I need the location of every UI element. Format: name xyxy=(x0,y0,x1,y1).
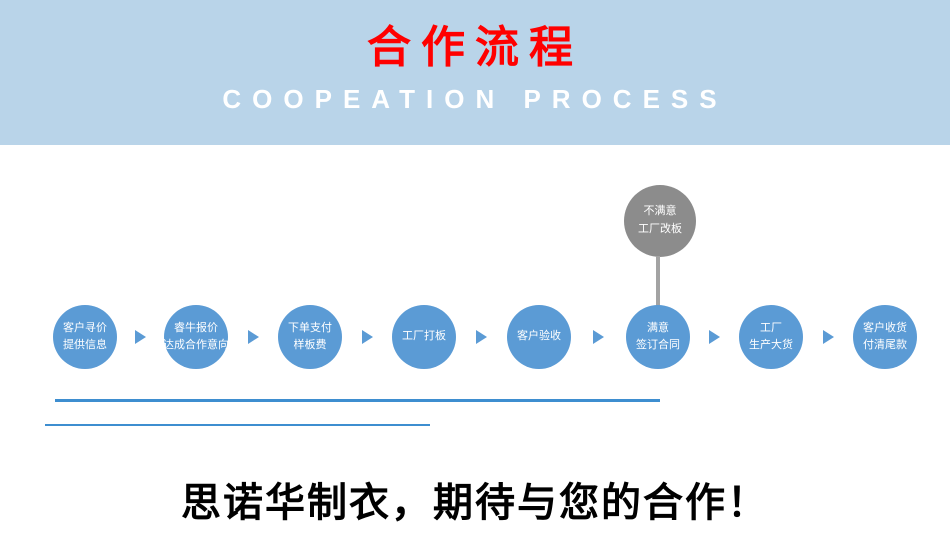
flow-step-acceptance: 客户验收 xyxy=(507,305,571,369)
arrow-right-icon xyxy=(248,330,259,344)
header-banner: 合作流程 COOPEATION PROCESS xyxy=(0,0,950,145)
step-label-line2: 提供信息 xyxy=(63,339,107,351)
divider-line-bottom xyxy=(45,424,430,426)
arrow-right-icon xyxy=(476,330,487,344)
flow-step-contract: 满意 签订合同 xyxy=(626,305,690,369)
arrow-right-icon xyxy=(709,330,720,344)
step-label-line1: 下单支付 xyxy=(288,321,332,334)
page-title: 合作流程 xyxy=(367,23,583,72)
divider-line-top xyxy=(55,399,660,402)
arrow-right-icon xyxy=(593,330,604,344)
step-label-line2: 生产大货 xyxy=(749,339,793,351)
connector-line xyxy=(656,256,660,306)
step-label-line1: 睿牛报价 xyxy=(174,321,218,334)
step-label-line2: 签订合同 xyxy=(636,339,680,351)
page-subtitle: COOPEATION PROCESS xyxy=(222,84,728,115)
flow-step-quote: 睿牛报价 达成合作意向 xyxy=(163,305,229,369)
step-label-line2: 样板费 xyxy=(293,339,327,351)
step-label-line2: 付清尾款 xyxy=(863,339,907,351)
flow-step-sample: 工厂打板 xyxy=(392,305,456,369)
flow-step-revise: 不满意 工厂改板 xyxy=(624,185,696,257)
arrow-right-icon xyxy=(362,330,373,344)
arrow-right-icon xyxy=(823,330,834,344)
step-label-line2: 工厂改板 xyxy=(638,223,682,235)
footer-slogan: 思诺华制衣，期待与您的合作！ xyxy=(181,481,769,525)
step-label-line1: 客户收货 xyxy=(863,321,907,334)
step-label-line1: 客户寻价 xyxy=(63,321,107,334)
flow-step-inquiry: 客户寻价 提供信息 xyxy=(53,305,117,369)
flow-step-order: 下单支付 样板费 xyxy=(278,305,342,369)
step-label-line1: 客户验收 xyxy=(517,330,561,343)
step-label-line1: 不满意 xyxy=(643,205,677,218)
flow-step-production: 工厂 生产大货 xyxy=(739,305,803,369)
step-label-line2: 达成合作意向 xyxy=(163,339,229,351)
step-label-line1: 满意 xyxy=(647,321,669,334)
flow-step-delivery: 客户收货 付清尾款 xyxy=(853,305,917,369)
step-label-line1: 工厂打板 xyxy=(402,330,446,343)
arrow-right-icon xyxy=(135,330,146,344)
step-label-line1: 工厂 xyxy=(760,321,782,334)
